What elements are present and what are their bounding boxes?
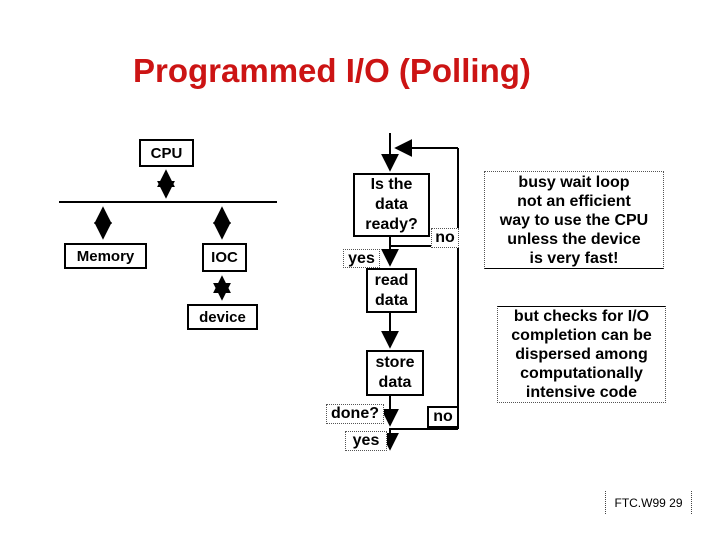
note-dispersed-checks: but checks for I/O completion can be dis… <box>497 306 666 403</box>
memory-label: Memory <box>76 247 135 265</box>
flow-no-bottom-label: no <box>427 406 459 428</box>
flow-no-top-label: no <box>431 228 459 248</box>
slide-title: Programmed I/O (Polling) <box>133 52 531 89</box>
note-busy-wait-text: busy wait loop not an efficient way to u… <box>499 173 649 267</box>
flow-check-label: Is the data ready? <box>365 176 418 233</box>
ioc-label: IOC <box>211 249 238 266</box>
flow-read-label: read data <box>374 271 409 309</box>
flow-check-data-ready-box: Is the data ready? <box>353 173 430 237</box>
flow-done-label: done? <box>326 404 384 424</box>
note-busy-wait-loop: busy wait loop not an efficient way to u… <box>484 171 664 269</box>
flow-store-label: store data <box>375 354 415 391</box>
cpu-box: CPU <box>139 139 194 167</box>
flow-read-data-box: read data <box>366 268 417 313</box>
memory-box: Memory <box>64 243 147 269</box>
cpu-label: CPU <box>150 144 183 162</box>
footer-text: FTC.W99 29 <box>614 495 683 510</box>
flow-store-data-box: store data <box>366 350 424 396</box>
flow-yes-bottom-label: yes <box>345 431 387 451</box>
flow-yes-top-label: yes <box>343 249 380 268</box>
note-dispersed-text: but checks for I/O completion can be dis… <box>511 308 652 401</box>
ioc-box: IOC <box>202 243 247 272</box>
slide-footer: FTC.W99 29 <box>605 491 692 514</box>
device-box: device <box>187 304 258 330</box>
device-label: device <box>199 308 246 326</box>
